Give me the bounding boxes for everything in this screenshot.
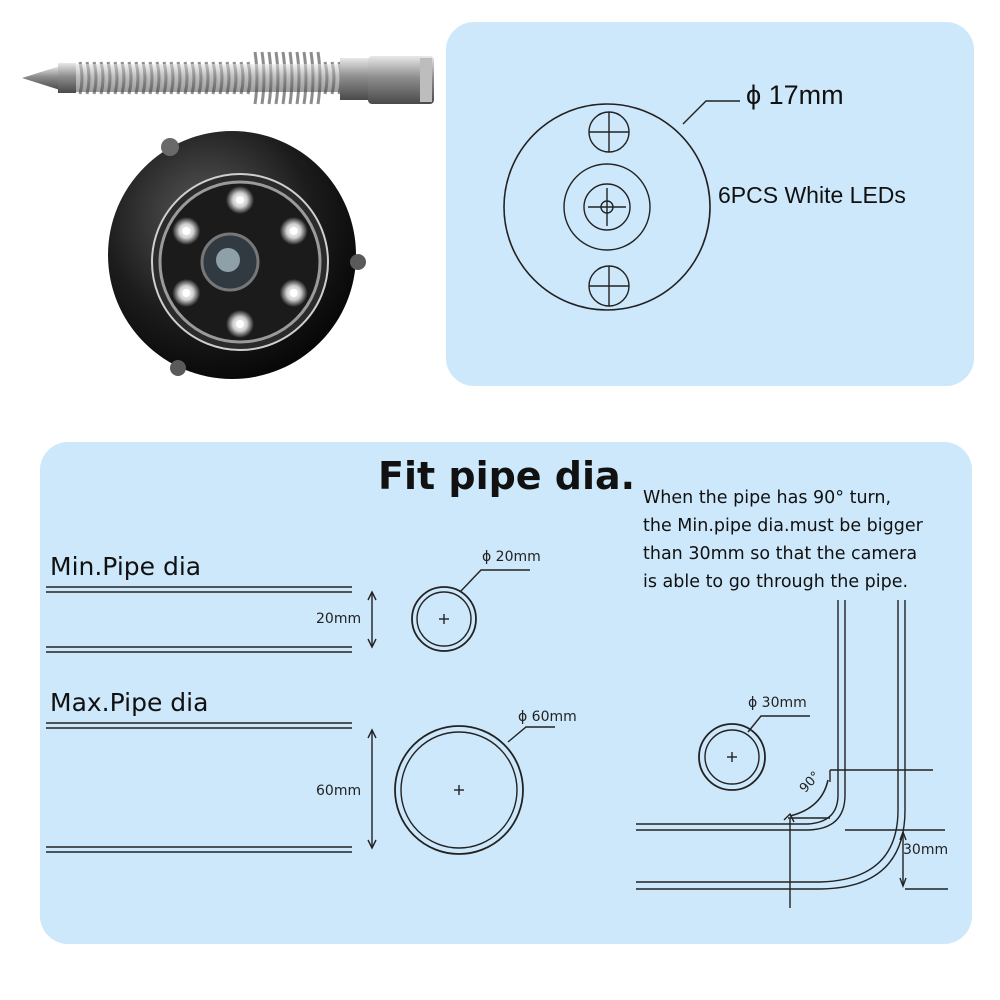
led-marker-bottom [588, 265, 630, 307]
max-pipe-drawing [46, 722, 555, 855]
white-led-core [236, 320, 244, 328]
turn-circle-label: ϕ 30mm [748, 695, 807, 711]
camera-head-image [108, 131, 366, 379]
turn-note: When the pipe has 90° turn, the Min.pipe… [643, 484, 923, 596]
turn-note-line: is able to go through the pipe. [643, 572, 909, 592]
diameter-leader-line [682, 100, 740, 125]
min-pipe-dimension: 20mm [316, 611, 362, 627]
fit-pipe-title: Fit pipe dia. [378, 454, 636, 498]
lens-diameter-label: ϕ 17mm [746, 80, 844, 110]
min-pipe-drawing [46, 569, 530, 653]
lens-face-drawing [503, 100, 740, 311]
max-pipe-label: Max.Pipe dia [50, 688, 209, 717]
turn-note-line: than 30mm so that the camera [643, 544, 918, 564]
turn-note-line: the Min.pipe dia.must be bigger [643, 516, 923, 536]
min-pipe-label: Min.Pipe dia [50, 552, 202, 581]
camera-probe-image [22, 51, 434, 105]
fit-pipe-panel [40, 442, 972, 944]
white-led-core [182, 227, 191, 235]
max-pipe-dimension: 60mm [316, 783, 362, 799]
turn-note-line: When the pipe has 90° turn, [643, 488, 892, 508]
max-circle-label: ϕ 60mm [518, 709, 577, 725]
led-marker-top [588, 111, 630, 153]
white-led-core [236, 196, 244, 204]
min-circle-label: ϕ 20mm [482, 549, 541, 565]
led-count-label: 6PCS White LEDs [718, 182, 906, 208]
white-led-core [289, 289, 298, 297]
white-led-core [182, 289, 191, 297]
turn-pipe-drawing [636, 600, 948, 908]
white-led-core [289, 227, 298, 235]
turn-dimension: 30mm [903, 842, 949, 858]
